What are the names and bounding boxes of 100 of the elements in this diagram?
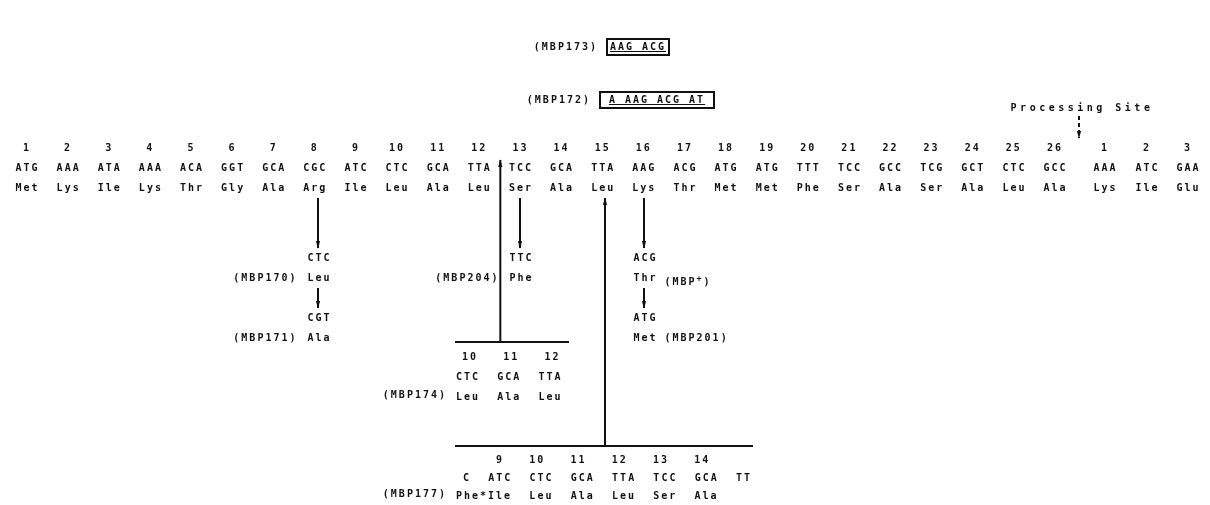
- arrow: [602, 197, 608, 446]
- codon-sequence: AAA: [55, 161, 80, 175]
- codon-number: 8: [309, 141, 320, 155]
- amino-acid: Thr: [632, 271, 657, 285]
- codon-sequence: GCC: [878, 161, 902, 175]
- mutant-label: (MBP174): [382, 388, 447, 402]
- codon-sequence: AAG: [631, 161, 656, 175]
- amino-acid: Ile: [96, 181, 121, 195]
- mutant-label: (MBP171): [233, 331, 298, 345]
- codon-number: 14: [552, 141, 571, 155]
- codon-number: 15: [593, 141, 612, 155]
- amino-acid: Ala: [425, 181, 450, 195]
- amino-acid: Ala: [960, 181, 985, 195]
- codon-number: 5: [186, 141, 197, 155]
- codon-sequence: ACA: [178, 161, 203, 175]
- amino-acid: Leu: [384, 181, 409, 195]
- amino-acid-sequence: Leu Ala Leu: [456, 390, 563, 404]
- codon-numbers: 10 11 12: [462, 350, 561, 364]
- amino-acid: Arg: [302, 181, 327, 195]
- codon-number: 18: [717, 141, 736, 155]
- codon-sequence: TTC: [508, 251, 533, 265]
- codon-sequence: GAA: [1175, 161, 1200, 175]
- codon-number: 19: [758, 141, 777, 155]
- amino-acid: Ile: [1134, 181, 1159, 195]
- amino-acid: Phe: [795, 181, 820, 195]
- amino-acid: Ala: [261, 181, 286, 195]
- codon-sequence: CTC GCA TTA: [456, 370, 563, 384]
- amino-acid: Ala: [1042, 181, 1067, 195]
- codon-number: 26: [1045, 141, 1064, 155]
- codon-number: 24: [963, 141, 982, 155]
- amino-acid: Lys: [137, 181, 162, 195]
- mutant-label: (MBP170): [233, 271, 298, 285]
- arrow: [315, 287, 321, 309]
- amino-acid: Gly: [220, 181, 245, 195]
- codon-sequence: GCA: [425, 161, 450, 175]
- mutant-label: (MBP177): [382, 487, 447, 501]
- codon-number: 4: [145, 141, 156, 155]
- amino-acid: Leu: [466, 181, 491, 195]
- codon-number: 21: [840, 141, 859, 155]
- mutant-label: (MBP$^{+}$): [664, 272, 712, 290]
- amino-acid: Thr: [672, 181, 697, 195]
- codon-number: 22: [881, 141, 900, 155]
- codon-sequence: GCA: [261, 161, 286, 175]
- codon-sequence: ATG: [14, 161, 39, 175]
- codon-sequence: ATC: [343, 161, 368, 175]
- codon-numbers: 9 10 11 12 13 14: [496, 453, 711, 467]
- mutant-label: (MBP201): [664, 331, 729, 345]
- amino-acid: Met: [632, 331, 657, 345]
- codon-number: 3: [104, 141, 115, 155]
- codon-sequence: CGC: [302, 161, 327, 175]
- codon-sequence: CTC: [306, 251, 331, 265]
- amino-acid: Met: [713, 181, 738, 195]
- codon-number: 2: [63, 141, 74, 155]
- codon-sequence: ATG: [632, 311, 657, 325]
- amino-acid: Ser: [919, 181, 944, 195]
- codon-sequence: ACG: [632, 251, 657, 265]
- codon-number: 23: [922, 141, 941, 155]
- amino-acid: Lys: [1092, 181, 1117, 195]
- codon-sequence: ACG: [672, 161, 697, 175]
- codon-sequence: TTA: [466, 161, 491, 175]
- codon-sequence: ATG: [754, 161, 779, 175]
- amino-acid-sequence: Phe*Ile Leu Ala Leu Ser Ala: [456, 489, 719, 503]
- codon-sequence: GCC: [1042, 161, 1067, 175]
- codon-sequence: AAA: [137, 161, 162, 175]
- amino-acid: Leu: [590, 181, 615, 195]
- amino-acid: Ala: [549, 181, 574, 195]
- codon-sequence: CTC: [1001, 161, 1026, 175]
- codon-sequence: CGT: [306, 311, 331, 325]
- codon-number: 25: [1004, 141, 1023, 155]
- codon-number: 2: [1142, 141, 1152, 155]
- codon-number: 1: [22, 141, 32, 155]
- codon-number: 6: [227, 141, 238, 155]
- amino-acid: Leu: [1001, 181, 1026, 195]
- codon-number: 12: [470, 141, 489, 155]
- codon-number: 16: [634, 141, 653, 155]
- amino-acid: Ala: [306, 331, 331, 345]
- arrow: [315, 197, 321, 249]
- codon-sequence: TCC: [507, 161, 532, 175]
- codon-number: 20: [799, 141, 818, 155]
- amino-acid: Phe: [508, 271, 533, 285]
- codon-sequence: GCA: [549, 161, 574, 175]
- amino-acid: Leu: [306, 271, 331, 285]
- codon-sequence: ATA: [96, 161, 121, 175]
- codon-number: 1: [1100, 141, 1110, 155]
- amino-acid: Ser: [836, 181, 861, 195]
- amino-acid: Met: [14, 181, 39, 195]
- codon-sequence: TCC: [836, 161, 861, 175]
- codon-sequence: TTA: [590, 161, 615, 175]
- amino-acid: Ala: [878, 181, 902, 195]
- codon-number: 11: [429, 141, 448, 155]
- mutant-label: (MBP204): [435, 271, 500, 285]
- amino-acid: Met: [754, 181, 779, 195]
- codon-sequence: GCT: [960, 161, 985, 175]
- codon-sequence: CTC: [384, 161, 409, 175]
- boxed-sequence: A AAG ACG AT: [599, 91, 715, 109]
- amino-acid: Ile: [343, 181, 368, 195]
- codon-sequence: TCG: [919, 161, 944, 175]
- arrow: [641, 287, 647, 309]
- codon-sequence: C ATC CTC GCA TTA TCC GCA TT: [463, 471, 752, 485]
- codon-number: 10: [388, 141, 407, 155]
